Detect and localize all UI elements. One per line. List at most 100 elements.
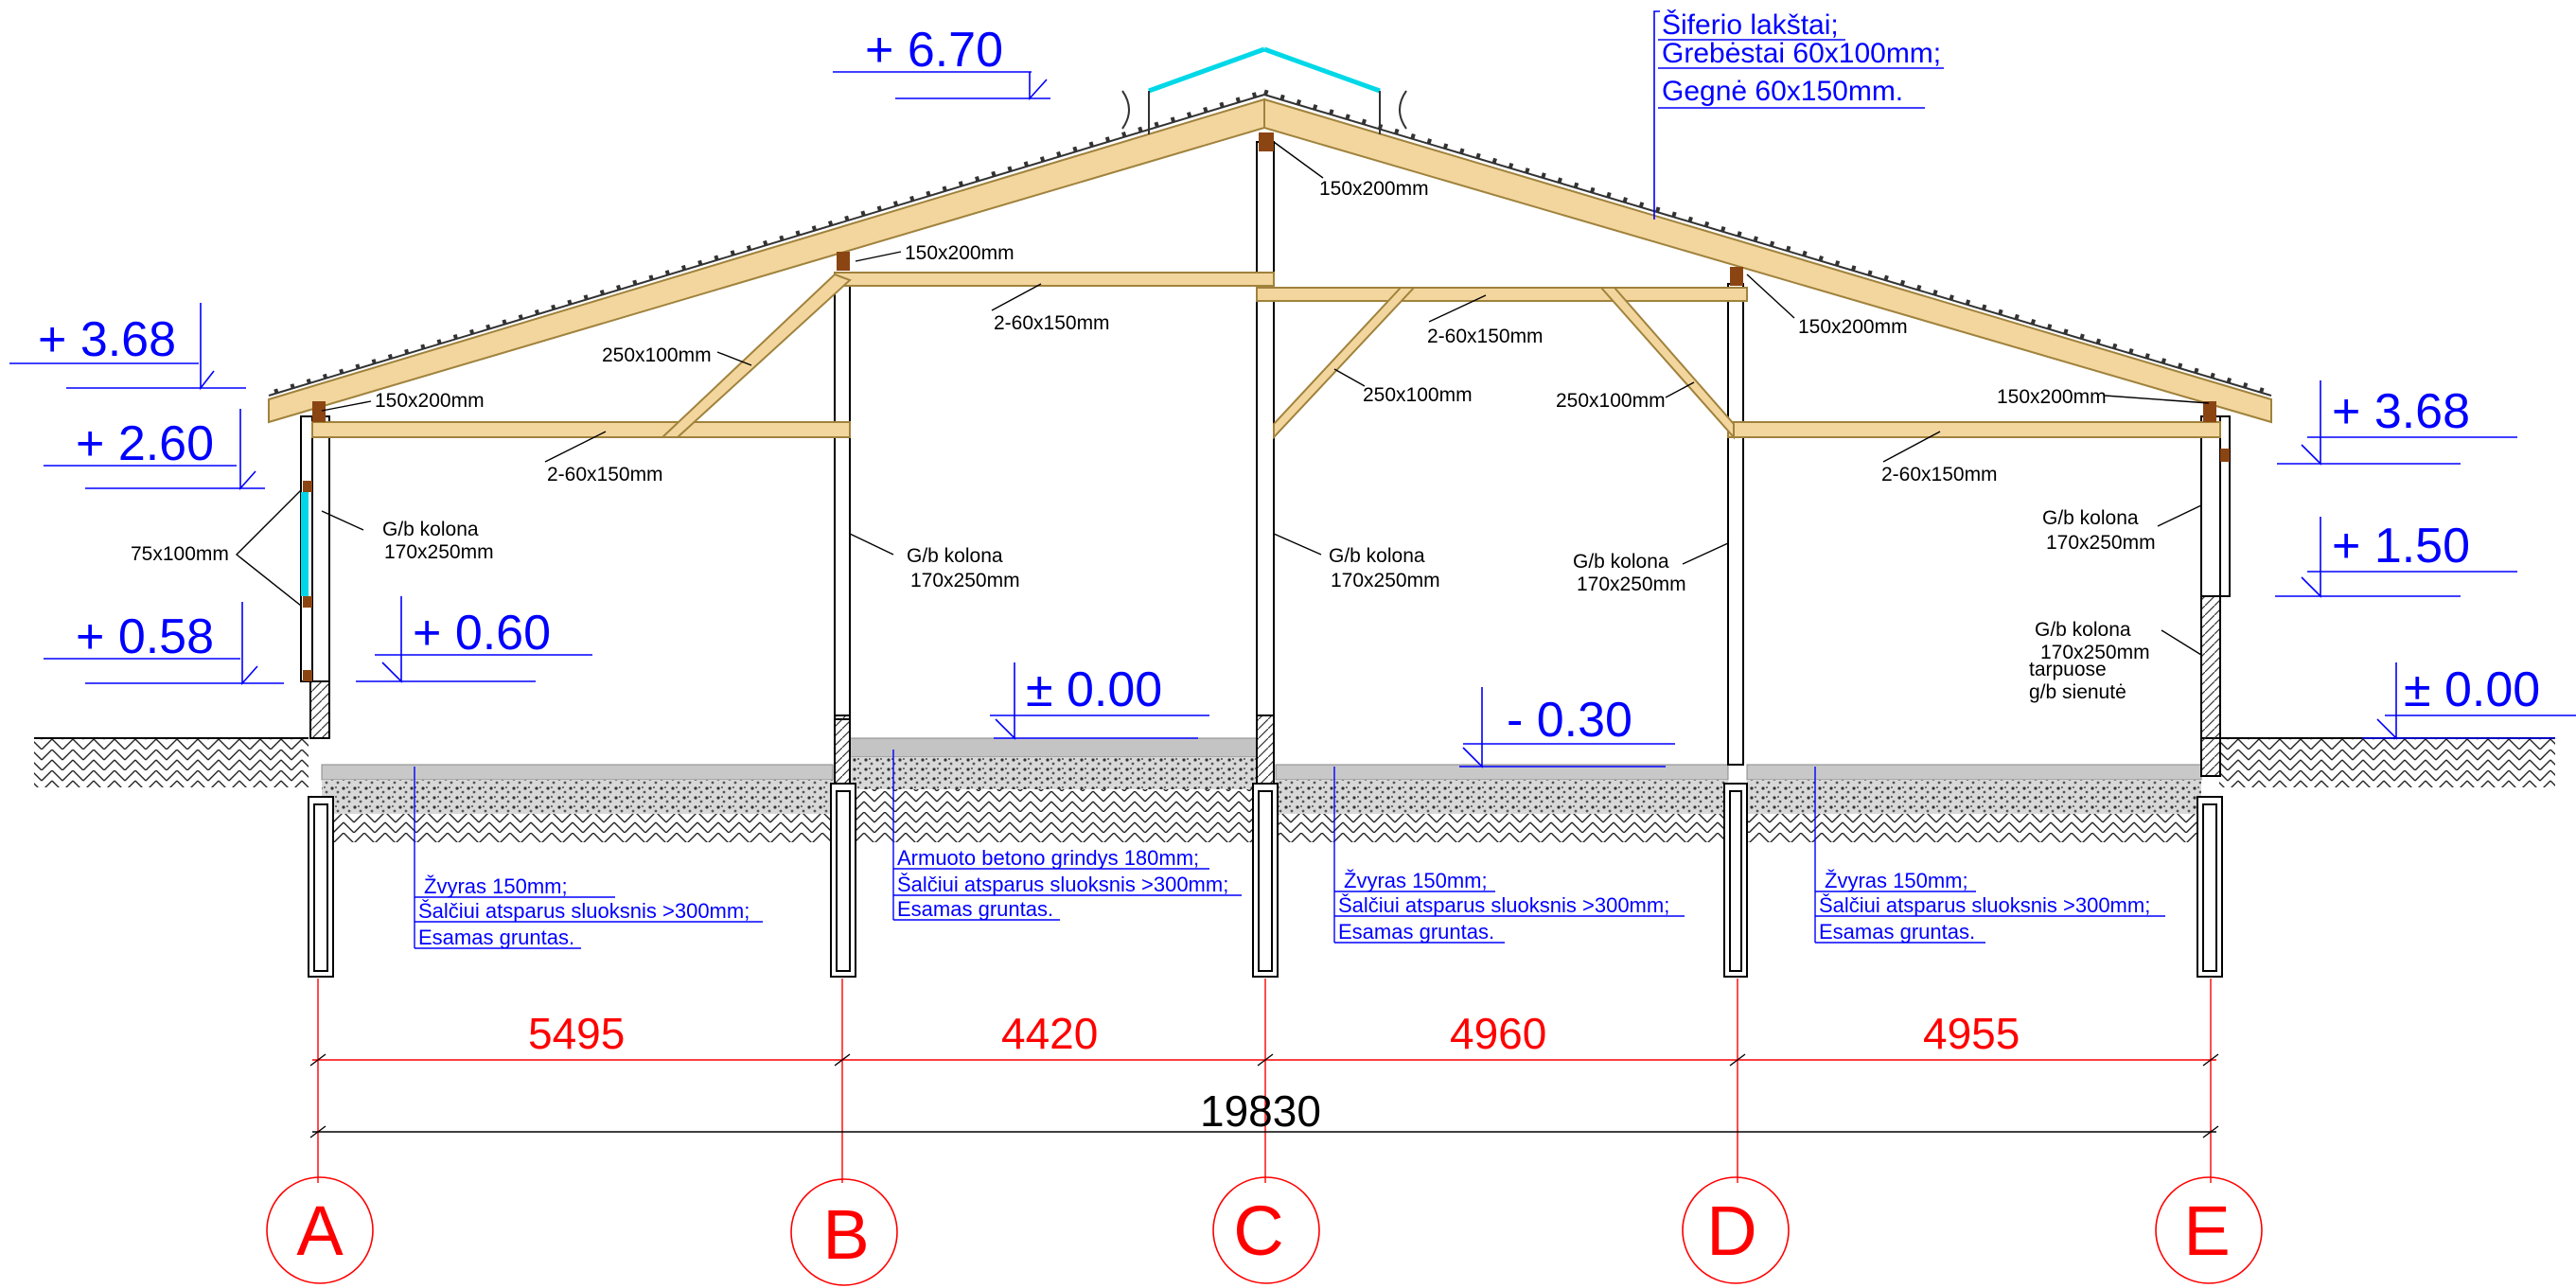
dimension-cd: 4960 — [1450, 1009, 1546, 1058]
label-rafter-left: 150x200mm — [375, 390, 485, 412]
ground-right — [2219, 738, 2555, 787]
level-floor-b: ± 0.00 — [1026, 662, 1162, 717]
column-caps — [312, 132, 2216, 422]
axis-bubbles — [266, 1176, 2263, 1286]
label-rafter-ridge: 150x200mm — [1319, 178, 1429, 200]
rafter-left — [268, 97, 1265, 424]
roof-spec-line-1: Šiferio lakštai; — [1662, 9, 1839, 41]
floor-ab-line-3: Esamas gruntas. — [418, 926, 574, 949]
floor-slab-ab — [321, 764, 834, 781]
column-e-wall — [2200, 595, 2221, 777]
label-brace-d: 250x100mm — [1556, 390, 1666, 412]
label-column-e-top-2: 170x250mm — [2046, 532, 2156, 554]
column-a-wall — [309, 680, 330, 739]
label-beam-ab: 2-60x150mm — [547, 464, 663, 485]
label-beam-cd: 2-60x150mm — [1427, 326, 1544, 347]
floor-cd-line-2: Šalčiui atsparus sluoksnis >300mm; — [1338, 893, 1669, 917]
level-left-beam: + 2.60 — [76, 416, 214, 471]
axis-label-b: B — [822, 1195, 869, 1274]
level-markers — [9, 71, 2576, 768]
label-column-b-1: G/b kolona — [907, 545, 1003, 567]
roof-spec-line-2: Grebėstai 60x100mm; — [1662, 38, 1941, 69]
beam-ab — [311, 421, 851, 438]
timber-frame — [268, 97, 2272, 440]
floor-de-line-1: Žvyras 150mm; — [1825, 869, 1968, 892]
floor-slab-bc — [849, 737, 1258, 758]
column-b-wall — [834, 715, 851, 785]
leaders — [235, 141, 2210, 656]
total-dimension-line — [309, 1125, 2219, 1138]
axis-bubble-e — [2155, 1176, 2263, 1284]
label-brace-left: 250x100mm — [602, 344, 712, 366]
columns — [308, 141, 2223, 978]
beam-cd — [1256, 287, 1748, 302]
label-column-c-1: G/b kolona — [1329, 545, 1425, 567]
level-left-eave: + 3.68 — [38, 312, 176, 367]
floor-notes-leaders — [414, 750, 2165, 949]
label-rafter-d: 150x200mm — [1798, 316, 1908, 338]
label-column-e-bottom-4: g/b sienutė — [2029, 681, 2126, 703]
axis-bubble-c — [1212, 1176, 1320, 1284]
axis-label-d: D — [1706, 1191, 1756, 1270]
dimension-bc: 4420 — [1001, 1009, 1098, 1058]
gravel-de — [1747, 780, 2201, 814]
left-window — [300, 415, 313, 682]
dimension-ab: 5495 — [528, 1009, 625, 1058]
axis-label-a: A — [296, 1191, 344, 1270]
label-column-e-bottom-1: G/b kolona — [2035, 619, 2131, 641]
column-b — [834, 273, 851, 720]
roof-spec-line-3: Gegnė 60x150mm. — [1662, 76, 1903, 107]
label-column-d-1: G/b kolona — [1573, 551, 1669, 573]
brace-d — [1598, 287, 1735, 440]
beam-de — [1727, 421, 2221, 438]
axis-bubble-a — [266, 1176, 374, 1284]
label-beam-de: 2-60x150mm — [1881, 464, 1998, 485]
floor-bc-line-1: Armuoto betono grindys 180mm; — [897, 846, 1199, 870]
floor-bc-line-2: Šalčiui atsparus sluoksnis >300mm; — [897, 873, 1228, 896]
level-right-ground: ± 0.00 — [2404, 662, 2540, 717]
floor-de-line-3: Esamas gruntas. — [1819, 920, 1975, 944]
axis-labels: A B C D E — [296, 1191, 2230, 1274]
floor-ab-line-1: Žvyras 150mm; — [424, 874, 568, 898]
label-column-e-bottom-2: 170x250mm — [2040, 642, 2150, 663]
label-brace-c: 250x100mm — [1363, 384, 1473, 406]
axis-label-c: C — [1233, 1191, 1283, 1270]
glass-pane — [301, 492, 309, 596]
member-labels: 150x200mm 150x200mm 150x200mm 150x200mm … — [131, 178, 2156, 703]
label-beam-bc: 2-60x150mm — [994, 312, 1110, 334]
label-rafter-b: 150x200mm — [905, 242, 1015, 264]
floor-notes: Žvyras 150mm; Šalčiui atsparus sluoksnis… — [418, 846, 2150, 949]
level-texts: + 6.70 + 3.68 + 2.60 + 0.58 + 0.60 ± 0.0… — [38, 23, 2540, 748]
floor-cd-line-3: Esamas gruntas. — [1338, 920, 1494, 944]
label-column-c-2: 170x250mm — [1331, 570, 1440, 591]
level-right-window: + 1.50 — [2332, 519, 2470, 573]
label-column-a-1: G/b kolona — [382, 519, 479, 540]
level-left-inner: + 0.60 — [413, 606, 551, 661]
level-left-sill: + 0.58 — [76, 609, 214, 664]
floor-bc-line-3: Esamas gruntas. — [897, 897, 1053, 921]
soil-bc — [850, 789, 1257, 842]
label-window-frame: 75x100mm — [131, 543, 229, 565]
level-ridge: + 6.70 — [865, 23, 1003, 78]
axis-bubble-b — [790, 1178, 898, 1286]
gravel-cd — [1276, 780, 1728, 814]
axis-label-e: E — [2183, 1191, 2230, 1270]
column-c — [1256, 141, 1275, 716]
column-c-wall — [1256, 715, 1275, 785]
roof-sheeting — [268, 89, 2272, 397]
soil-cd — [1276, 814, 1728, 842]
ground — [34, 737, 2555, 787]
axis-bubble-d — [1682, 1176, 1790, 1284]
label-column-a-2: 170x250mm — [384, 541, 494, 563]
dimension-texts: 5495 4420 4960 4955 19830 — [528, 1009, 2020, 1136]
label-column-d-2: 170x250mm — [1577, 573, 1686, 595]
floor-ab-line-2: Šalčiui atsparus sluoksnis >300mm; — [418, 899, 750, 923]
ground-left — [34, 738, 309, 787]
label-column-e-top-1: G/b kolona — [2042, 507, 2139, 529]
beam-bc — [834, 272, 1275, 287]
brace-c — [1273, 287, 1417, 440]
dimension-de: 4955 — [1923, 1009, 2020, 1058]
column-d — [1727, 283, 1744, 766]
label-column-e-bottom-3: tarpuose — [2029, 659, 2107, 680]
